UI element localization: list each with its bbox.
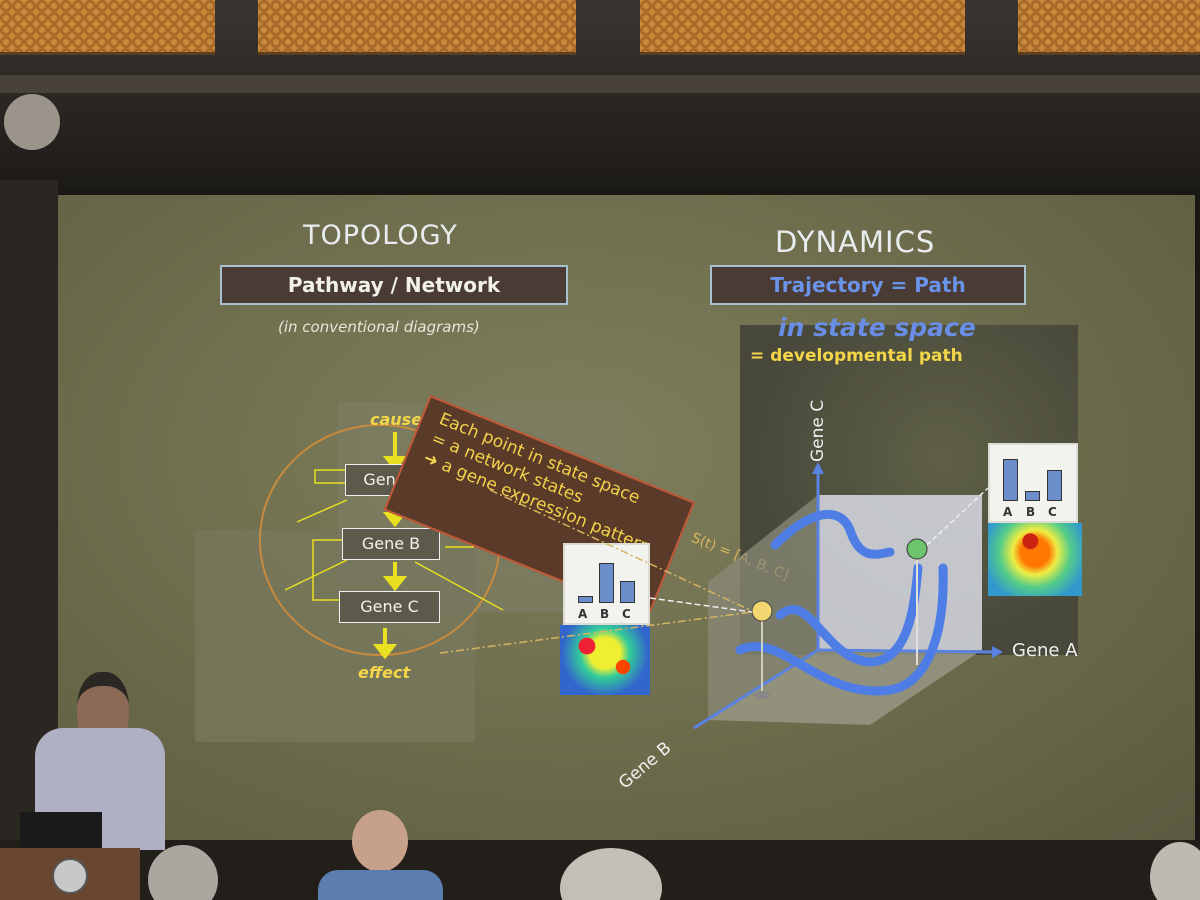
bar-b bbox=[599, 563, 614, 603]
bar-label: A bbox=[578, 607, 588, 621]
final-state-point bbox=[906, 538, 928, 560]
audience-member bbox=[148, 845, 218, 900]
ceiling-beam bbox=[0, 75, 1200, 93]
pathway-network-label: Pathway / Network bbox=[220, 265, 568, 305]
audience-shirt bbox=[318, 870, 443, 900]
expression-heatmap-left bbox=[560, 625, 650, 695]
bar-c bbox=[620, 581, 635, 603]
acoustic-panel bbox=[0, 0, 215, 55]
developmental-path-label: = developmental path bbox=[750, 346, 963, 366]
state-space-plot bbox=[693, 462, 1003, 730]
initial-state-point bbox=[751, 600, 773, 622]
trajectories bbox=[735, 510, 948, 696]
connector-lines bbox=[439, 489, 753, 654]
bar-a bbox=[1003, 459, 1018, 501]
bar-b bbox=[1025, 491, 1040, 501]
bar-label: A bbox=[1003, 505, 1013, 519]
acoustic-panel bbox=[1018, 0, 1200, 55]
audience-member bbox=[1150, 842, 1200, 900]
bar-a bbox=[578, 596, 593, 603]
expression-bar-chart-right: A B C bbox=[988, 443, 1078, 523]
trajectory-path-label: Trajectory = Path bbox=[710, 265, 1026, 305]
pathway-caption: (in conventional diagrams) bbox=[278, 318, 480, 336]
cause-label: cause bbox=[370, 410, 423, 429]
acoustic-panel bbox=[640, 0, 965, 55]
state-space-label: in state space bbox=[778, 313, 976, 342]
gene-b-node: Gene B bbox=[342, 528, 440, 560]
podium-seal bbox=[52, 858, 88, 894]
expression-heatmap-right bbox=[988, 523, 1082, 596]
gene-c-node: Gene C bbox=[339, 591, 440, 623]
gene-c-axis-label: Gene C bbox=[808, 399, 828, 462]
gene-a-axis-label: Gene A bbox=[1012, 640, 1078, 661]
bar-label: B bbox=[600, 607, 610, 621]
acoustic-panel bbox=[258, 0, 576, 55]
podium bbox=[0, 848, 140, 900]
topology-title: TOPOLOGY bbox=[303, 220, 458, 251]
ceiling-scroll-ornament bbox=[4, 94, 60, 150]
dynamics-title: DYNAMICS bbox=[775, 225, 936, 259]
bar-label: C bbox=[622, 607, 631, 621]
bar-label: B bbox=[1026, 505, 1036, 519]
laptop bbox=[20, 812, 102, 850]
audience-member bbox=[352, 810, 408, 872]
effect-label: effect bbox=[358, 663, 411, 682]
bar-c bbox=[1047, 470, 1062, 501]
bar-label: C bbox=[1048, 505, 1057, 519]
